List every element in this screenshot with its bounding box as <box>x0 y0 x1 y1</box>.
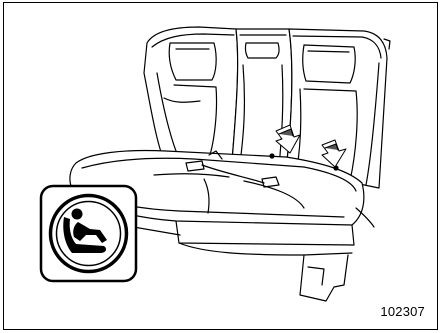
child-seat-symbol-box <box>41 186 136 281</box>
figure-code: 102307 <box>380 304 425 319</box>
seat-leg <box>300 255 348 301</box>
rear-seat-illustration <box>4 3 439 331</box>
figure-frame: 102307 <box>3 2 438 330</box>
left-seatback <box>144 27 238 166</box>
anchor-left <box>270 154 274 158</box>
